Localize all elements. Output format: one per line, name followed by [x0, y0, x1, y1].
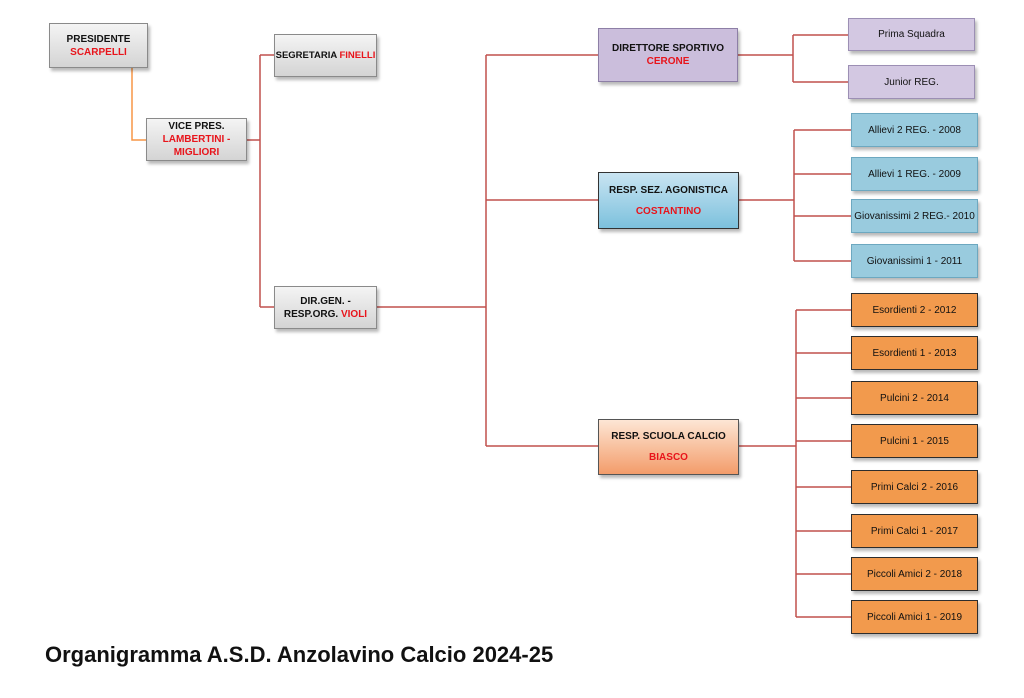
- node-resp-agonistica: RESP. SEZ. AGONISTICA COSTANTINO: [598, 172, 739, 229]
- team-giovanissimi-1: Giovanissimi 1 - 2011: [851, 244, 978, 278]
- team-allievi-2-label: Allievi 2 REG. - 2008: [868, 124, 961, 136]
- team-junior-reg: Junior REG.: [848, 65, 975, 99]
- node-vice-role: VICE PRES.: [168, 121, 225, 132]
- node-direttore-sportivo: DIRETTORE SPORTIVO CERONE: [598, 28, 738, 82]
- node-scuola-name: BIASCO: [649, 452, 688, 463]
- team-junior-reg-label: Junior REG.: [884, 76, 939, 88]
- team-allievi-2: Allievi 2 REG. - 2008: [851, 113, 978, 147]
- team-primi-calci-2-label: Primi Calci 2 - 2016: [870, 481, 959, 493]
- node-vice: VICE PRES. LAMBERTINI - MIGLIORI: [146, 118, 247, 161]
- team-esordienti-1: Esordienti 1 - 2013: [851, 336, 978, 370]
- node-presidente: PRESIDENTE SCARPELLI: [49, 23, 148, 68]
- node-segretaria-name: FINELLI: [339, 50, 376, 61]
- team-primi-calci-1: Primi Calci 1 - 2017: [851, 514, 978, 548]
- node-segretaria-label: SEGRETARIA FINELLI: [276, 49, 376, 62]
- node-resp-scuola-calcio: RESP. SCUOLA CALCIO BIASCO: [598, 419, 739, 475]
- team-primi-calci-2: Primi Calci 2 - 2016: [851, 470, 978, 504]
- team-prima-squadra: Prima Squadra: [848, 18, 975, 51]
- team-allievi-1: Allievi 1 REG. - 2009: [851, 157, 978, 191]
- node-presidente-role: PRESIDENTE: [66, 33, 131, 45]
- team-giovanissimi-1-label: Giovanissimi 1 - 2011: [866, 255, 963, 267]
- team-piccoli-amici-1: Piccoli Amici 1 - 2019: [851, 600, 978, 634]
- team-pulcini-2: Pulcini 2 - 2014: [851, 381, 978, 415]
- node-dirgen-name: VIOLI: [340, 308, 368, 320]
- team-esordienti-2-label: Esordienti 2 - 2012: [872, 304, 957, 316]
- team-prima-squadra-label: Prima Squadra: [878, 29, 945, 40]
- node-vice-name: LAMBERTINI - MIGLIORI: [162, 134, 231, 158]
- team-pulcini-1-label: Pulcini 1 - 2015: [880, 435, 949, 447]
- team-esordienti-2: Esordienti 2 - 2012: [851, 293, 978, 327]
- team-pulcini-2-label: Pulcini 2 - 2014: [880, 392, 949, 404]
- node-dirgen-line2: RESP.ORG. VIOLI: [284, 308, 367, 321]
- node-ds-name: CERONE: [646, 56, 690, 67]
- team-piccoli-amici-2-label: Piccoli Amici 2 - 2018: [866, 568, 963, 580]
- node-dirgen-role2: RESP.ORG.: [283, 308, 339, 320]
- team-piccoli-amici-2: Piccoli Amici 2 - 2018: [851, 557, 978, 591]
- team-allievi-1-label: Allievi 1 REG. - 2009: [868, 168, 961, 180]
- team-giovanissimi-2-label: Giovanissimi 2 REG.- 2010: [854, 210, 975, 222]
- team-giovanissimi-2: Giovanissimi 2 REG.- 2010: [851, 199, 978, 233]
- page-title: Organigramma A.S.D. Anzolavino Calcio 20…: [45, 642, 554, 667]
- team-pulcini-1: Pulcini 1 - 2015: [851, 424, 978, 458]
- node-segretaria: SEGRETARIA FINELLI: [274, 34, 377, 77]
- node-presidente-name: SCARPELLI: [70, 46, 127, 58]
- node-agonistica-name: COSTANTINO: [635, 205, 702, 217]
- node-segretaria-role: SEGRETARIA: [275, 50, 337, 61]
- team-esordienti-1-label: Esordienti 1 - 2013: [872, 347, 957, 359]
- node-dirgen: DIR.GEN. - RESP.ORG. VIOLI: [274, 286, 377, 329]
- team-primi-calci-1-label: Primi Calci 1 - 2017: [870, 525, 959, 537]
- connector-presidente-vice: [131, 68, 146, 141]
- team-piccoli-amici-1-label: Piccoli Amici 1 - 2019: [866, 611, 963, 623]
- node-scuola-role: RESP. SCUOLA CALCIO: [611, 431, 726, 442]
- node-agonistica-role: RESP. SEZ. AGONISTICA: [609, 184, 728, 196]
- node-dirgen-role: DIR.GEN. -: [300, 295, 351, 307]
- node-ds-role: DIRETTORE SPORTIVO: [611, 43, 725, 54]
